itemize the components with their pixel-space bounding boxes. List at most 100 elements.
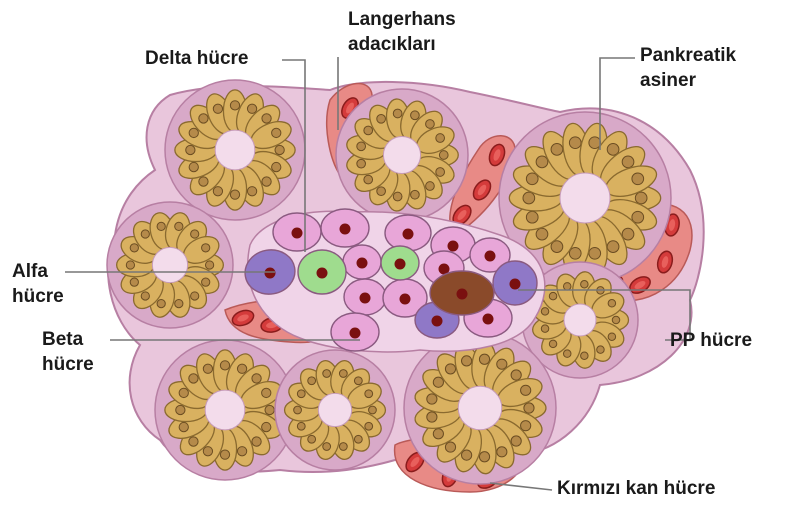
label-pp-cell: PP hücre — [670, 328, 752, 353]
acinar-nucleus — [297, 390, 305, 398]
acinar-nucleus — [445, 442, 455, 452]
acinar-nucleus — [511, 370, 521, 380]
acinar-nucleus — [186, 145, 195, 154]
acinar-nucleus — [262, 422, 271, 431]
beta-cell — [343, 245, 381, 279]
delta-cell-nucleus — [395, 259, 406, 270]
acinar-nucleus — [262, 177, 271, 186]
acinar-nucleus — [497, 447, 507, 457]
acinar-nucleus — [426, 182, 435, 191]
acinar-nucleus — [272, 162, 281, 171]
acinar-nucleus — [354, 377, 362, 385]
acinar-nucleus — [524, 403, 534, 413]
acinar-nucleus — [323, 370, 331, 378]
acinar-nucleus — [176, 405, 185, 414]
acinar-nucleus — [237, 447, 246, 456]
acinar-nucleus — [252, 374, 261, 383]
acinar-nucleus — [549, 292, 557, 300]
acinar-nucleus — [237, 364, 246, 373]
beta-cell-nucleus — [292, 228, 303, 239]
acinar-nucleus — [275, 145, 284, 154]
acinar-nucleus — [479, 354, 489, 364]
acinar-nucleus — [230, 101, 239, 110]
acinar-nucleus — [189, 437, 198, 446]
acinus-lumen — [205, 390, 245, 430]
alpha-cell-nucleus — [265, 268, 276, 279]
acinar-nucleus — [364, 175, 373, 184]
acinar-nucleus — [377, 187, 386, 196]
acinar-nucleus — [189, 128, 198, 137]
acinar-nucleus — [247, 104, 256, 113]
acinar-nucleus — [541, 325, 549, 333]
acinar-nucleus — [202, 244, 210, 252]
acinar-nucleus — [294, 406, 302, 414]
acinar-nucleus — [569, 247, 581, 259]
acinar-nucleus — [608, 333, 616, 341]
beta-cell — [344, 279, 386, 315]
acinar-nucleus — [622, 228, 634, 240]
acinar-nucleus — [549, 340, 557, 348]
acinar-nucleus — [393, 192, 402, 201]
label-pancreatic-acinar: Pankreatik asiner — [640, 43, 736, 93]
acinar-nucleus — [581, 352, 589, 360]
acinar-nucleus — [589, 247, 601, 259]
acinar-nucleus — [445, 364, 455, 374]
acinar-nucleus — [497, 359, 507, 369]
acinus-top-center — [336, 89, 468, 221]
acinar-nucleus — [199, 114, 208, 123]
acinar-nucleus — [191, 292, 199, 300]
acinar-nucleus — [203, 364, 212, 373]
acinar-nucleus — [354, 435, 362, 443]
acinar-nucleus — [551, 144, 563, 156]
acinar-nucleus — [141, 230, 149, 238]
acinar-nucleus — [179, 422, 188, 431]
acinar-nucleus — [433, 377, 443, 387]
acinar-nucleus — [597, 346, 605, 354]
acinar-nucleus — [130, 278, 138, 286]
pp-cell — [430, 271, 494, 315]
acinar-nucleus — [157, 222, 165, 230]
beta-cell — [385, 215, 431, 251]
beta-cell — [321, 209, 369, 247]
acinar-nucleus — [339, 443, 347, 451]
acinar-nucleus — [622, 156, 634, 168]
acinar-nucleus — [581, 281, 589, 289]
acinar-nucleus — [175, 299, 183, 307]
acinus-lumen — [318, 393, 351, 426]
acinar-nucleus — [377, 114, 386, 123]
acinus-lumen — [458, 386, 502, 430]
label-delta-cell: Delta hücre — [145, 46, 248, 71]
beta-cell-nucleus — [403, 229, 414, 240]
acinar-nucleus — [365, 422, 373, 430]
acinar-nucleus — [265, 405, 274, 414]
acinar-nucleus — [262, 388, 271, 397]
acinar-nucleus — [393, 109, 402, 118]
acinar-nucleus — [323, 443, 331, 451]
acinar-nucleus — [426, 120, 435, 129]
acinar-nucleus — [297, 422, 305, 430]
label-red-blood-cell: Kırmızı kan hücre — [557, 476, 715, 501]
acinar-nucleus — [308, 377, 316, 385]
acinus-lumen — [152, 247, 187, 282]
acinar-nucleus — [175, 222, 183, 230]
acinar-nucleus — [523, 192, 535, 204]
beta-cell-nucleus — [448, 241, 459, 252]
acinar-nucleus — [220, 450, 229, 459]
acinar-nucleus — [589, 137, 601, 149]
alpha-cell-nucleus — [510, 279, 521, 290]
acinar-nucleus — [563, 350, 571, 358]
delta-cell — [381, 246, 419, 280]
delta-cell-nucleus — [317, 268, 328, 279]
acinus-bottom-center — [275, 350, 395, 470]
acinar-nucleus — [364, 126, 373, 135]
acinar-nucleus — [612, 316, 620, 324]
acinar-nucleus — [203, 447, 212, 456]
acinar-nucleus — [365, 390, 373, 398]
acinar-nucleus — [179, 388, 188, 397]
delta-cell — [298, 250, 346, 294]
beta-cell-nucleus — [360, 293, 371, 304]
acinar-nucleus — [521, 385, 531, 395]
acinar-nucleus — [369, 406, 377, 414]
acinar-nucleus — [632, 173, 644, 185]
acinar-nucleus — [230, 190, 239, 199]
